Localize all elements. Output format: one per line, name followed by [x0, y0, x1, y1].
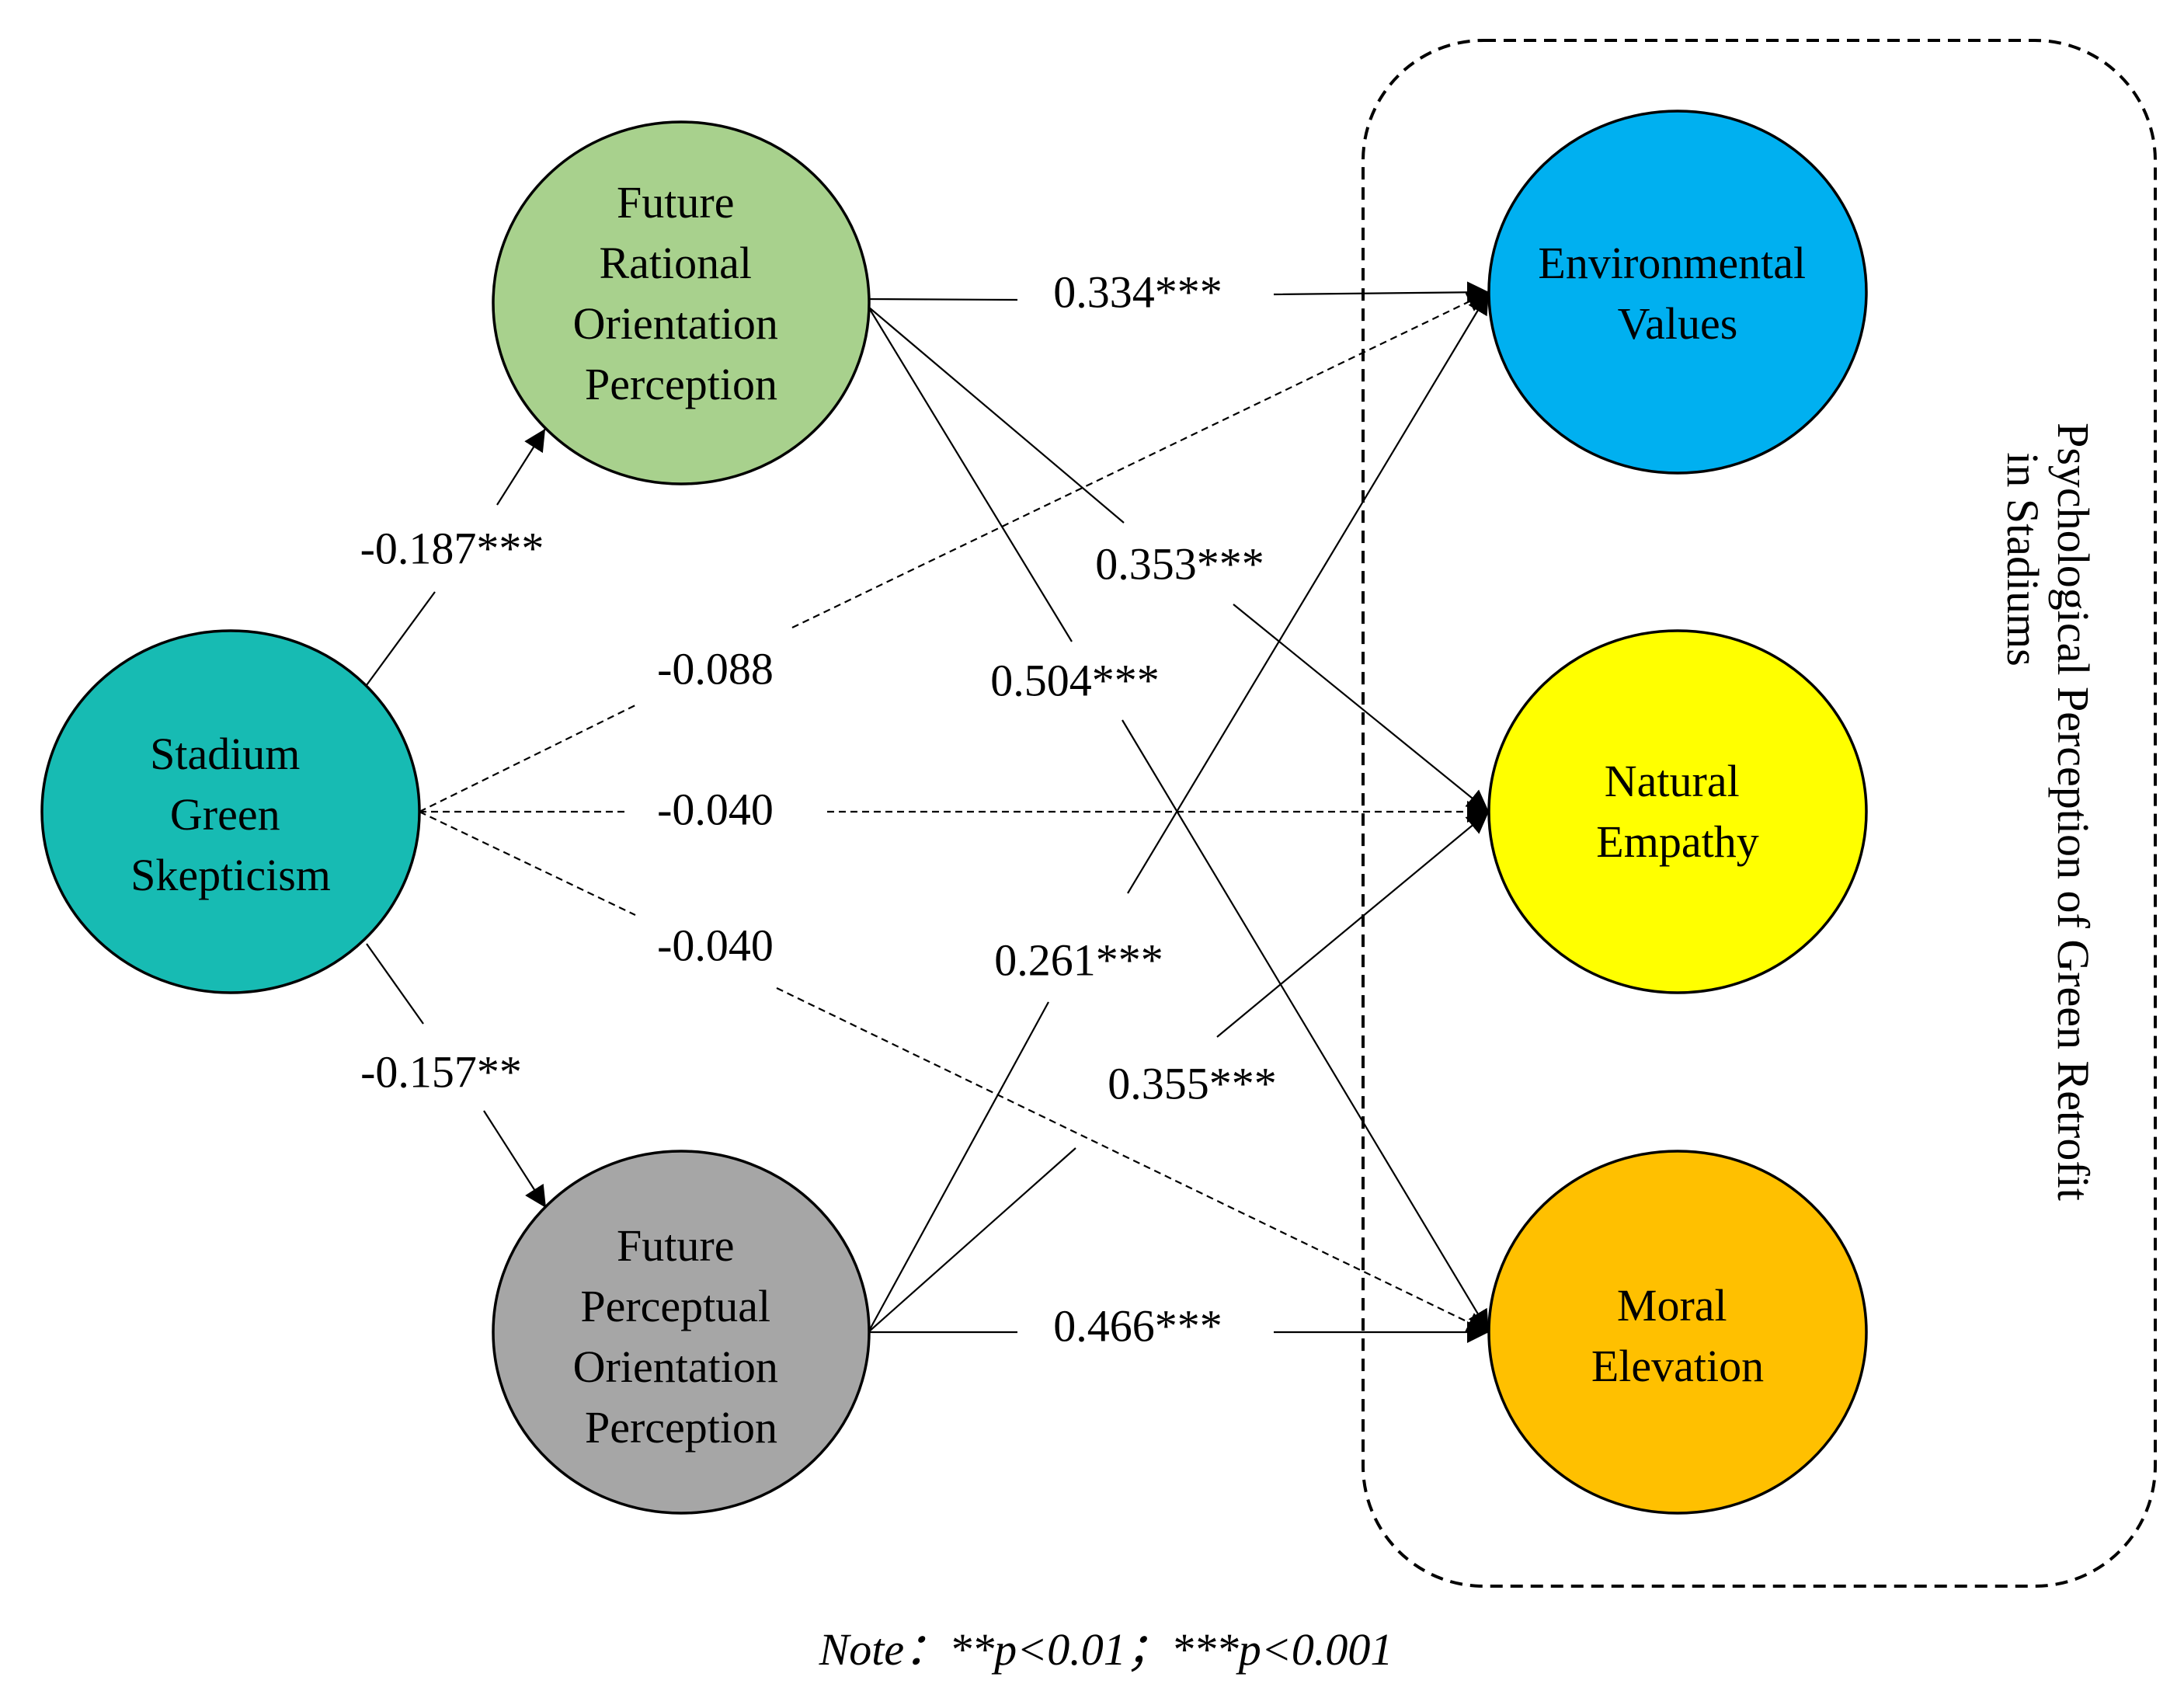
coef-skep-perceptual: -0.157** [360, 1047, 522, 1098]
coefficient-labels: -0.187*** -0.157** -0.088 -0.040 -0.040 … [360, 267, 1277, 1352]
coef-skep-env: -0.088 [657, 644, 774, 694]
node-rational-label: Future Rational Orientation Perception [573, 177, 790, 409]
path-lines [366, 292, 1489, 1333]
node-elevation-label: Moral Elevation [1591, 1280, 1764, 1391]
path-line-skep-rational-b [496, 428, 546, 506]
node-perceptual-label: Future Perceptual Orientation Perception [573, 1220, 790, 1453]
group-label-line1: Psychological Perception of Green Retrof… [2048, 423, 2099, 1201]
node-rational: Future Rational Orientation Perception [492, 120, 871, 485]
coef-skep-elevation: -0.040 [657, 920, 774, 971]
node-skepticism: Stadium Green Skepticism [40, 629, 421, 994]
node-env-values-circle [1487, 110, 1868, 475]
node-env-values: Environmental Values [1487, 110, 1868, 475]
node-skepticism-label: Stadium Green Skepticism [130, 729, 331, 900]
node-elevation: Moral Elevation [1487, 1150, 1868, 1515]
node-skepticism-circle [40, 629, 421, 994]
node-empathy: Natural Empathy [1487, 629, 1868, 994]
coef-perceptual-env: 0.261*** [994, 935, 1163, 986]
node-env-values-label: Environmental Values [1538, 238, 1817, 349]
path-line-skep-env [419, 292, 1489, 812]
coef-rational-env: 0.334*** [1053, 267, 1222, 318]
path-line-skep-perceptual-a [366, 943, 424, 1025]
path-line-skep-rational-a [366, 591, 436, 686]
path-line-perceptual-empathy [868, 812, 1489, 1333]
path-line-skep-perceptual-b [483, 1110, 547, 1209]
path-line-skep-elevation [419, 811, 1489, 1332]
coef-perceptual-empathy: 0.355*** [1108, 1059, 1277, 1109]
outcome-group-boundary [1362, 39, 2157, 1588]
path-line-rational-empathy [868, 306, 1489, 812]
node-empathy-label: Natural Empathy [1596, 756, 1758, 867]
coef-rational-empathy: 0.353*** [1095, 539, 1264, 590]
significance-note: Note：**p<0.01；***p<0.001 [819, 1624, 1393, 1675]
coef-perceptual-elevation: 0.466*** [1053, 1301, 1222, 1352]
node-elevation-circle [1487, 1150, 1868, 1515]
path-line-rational-env [868, 292, 1489, 300]
path-line-rational-elevation [868, 306, 1489, 1332]
node-perceptual: Future Perceptual Orientation Perception [492, 1150, 871, 1515]
node-empathy-circle [1487, 629, 1868, 994]
coef-skep-rational: -0.187*** [360, 524, 544, 574]
path-line-perceptual-env [868, 292, 1489, 1333]
node-perceptual-circle [492, 1150, 871, 1515]
node-rational-circle [492, 120, 871, 485]
coef-skep-empathy: -0.040 [657, 785, 774, 835]
group-label: Psychological Perception of Green Retrof… [1998, 423, 2099, 1201]
group-label-line2: in Stadiums [1998, 452, 2048, 666]
coef-rational-elevation: 0.504*** [990, 656, 1160, 706]
